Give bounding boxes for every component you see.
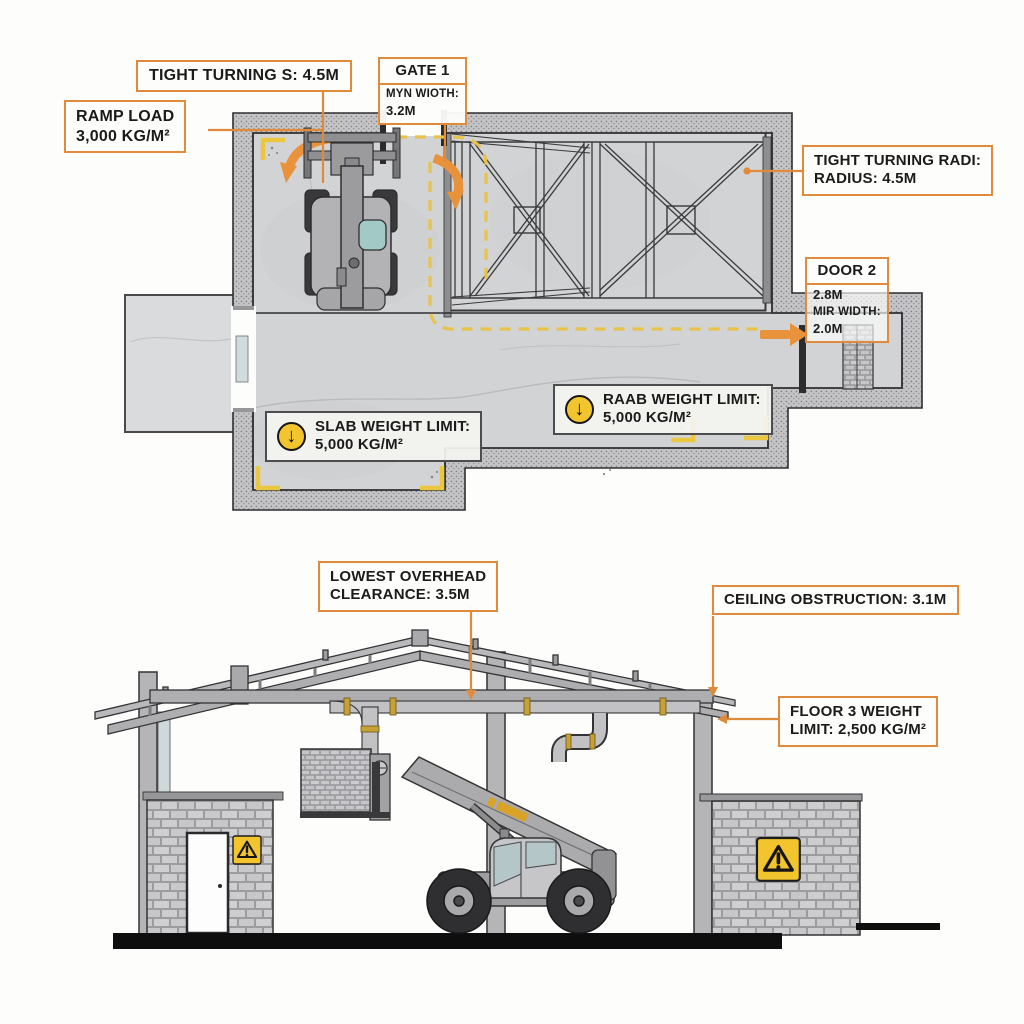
slab-limit-line1: SLAB WEIGHT LIMIT: — [315, 418, 471, 435]
overhead-line1: LOWEST OVERHEAD — [330, 568, 487, 585]
door2-height: 2.8M — [813, 287, 843, 303]
telehandler-plan — [303, 127, 401, 311]
floor3-line2: LIMIT: 2,500 KG/M² — [790, 721, 927, 739]
door2-min-width-label: MIR WIDTH: — [813, 306, 881, 319]
plan-ramp-annex — [124, 294, 238, 433]
ground — [113, 923, 940, 949]
ramp-limit-text: RAAB WEIGHT LIMIT: 5,000 KG/M² — [603, 391, 761, 428]
warning-sign-right-icon — [755, 836, 802, 883]
personnel-door — [185, 831, 230, 935]
travel-path — [320, 135, 762, 331]
label-overhead-clearance: LOWEST OVERHEAD CLEARANCE: 3.5M — [318, 561, 499, 612]
left-wall — [146, 799, 274, 936]
door2-post — [799, 325, 806, 393]
boom-decal — [486, 796, 529, 823]
pipe-flanges — [343, 697, 667, 750]
turning-radius-line1: TIGHT TURNING RADI: — [814, 152, 982, 169]
weight-limit-icon: ↓ — [565, 394, 594, 424]
label-floor3-limit: FLOOR 3 WEIGHT LIMIT: 2,500 KG/M² — [778, 696, 939, 747]
gate1-title: GATE 1 — [380, 59, 465, 86]
ceiling-obstruction-text: CEILING OBSTRUCTION: 3.1M — [724, 591, 947, 608]
label-tight-turning: TIGHT TURNING S: 4.5M — [136, 60, 352, 92]
ramp-limit-line2: 5,000 KG/M² — [603, 409, 692, 427]
label-slab-limit: ↓ SLAB WEIGHT LIMIT: 5,000 KG/M² — [265, 411, 483, 462]
gate1-min-width-value: 3.2M — [386, 103, 416, 119]
wheels — [426, 868, 612, 934]
label-ramp-load: RAMP LOAD 3,000 KG/M² — [64, 100, 187, 154]
cab-side-window — [525, 841, 557, 869]
plan-walls — [231, 110, 923, 511]
weight-limit-icon: ↓ — [277, 421, 306, 451]
turn-arrowhead-right — [447, 190, 464, 210]
label-turning-radius: TIGHT TURNING RADI: RADIUS: 4.5M — [802, 145, 994, 196]
label-ramp-limit: ↓ RAAB WEIGHT LIMIT: 5,000 KG/M² — [553, 384, 773, 435]
elevation-leaders — [466, 606, 778, 724]
door2-title: DOOR 2 — [807, 259, 887, 286]
ramp-limit-line1: RAAB WEIGHT LIMIT: — [603, 391, 761, 408]
overhead-line2: CLEARANCE: 3.5M — [330, 586, 470, 604]
label-door2: DOOR 2 2.8M MIR WIDTH: 2.0M — [805, 257, 889, 344]
roof-structure — [94, 629, 736, 735]
gate1-min-width-label: MYN WIOTH: — [386, 88, 459, 101]
turn-arrowhead-left — [280, 162, 297, 183]
turning-radius-line2: RADIUS: 4.5M — [814, 170, 917, 188]
warning-sign-left-icon — [231, 834, 263, 866]
plan-steel-truss — [443, 123, 772, 318]
ramp-load-line2: 3,000 KG/M² — [76, 127, 170, 145]
ramp-annex-opening — [231, 306, 256, 412]
slab-limit-text: SLAB WEIGHT LIMIT: 5,000 KG/M² — [315, 418, 470, 455]
door2-exit-arrow — [760, 323, 808, 346]
beacon — [499, 828, 510, 839]
elevation-view — [94, 606, 940, 949]
telehandler-elevation — [300, 748, 618, 934]
slab-limit-line2: 5,000 KG/M² — [315, 436, 404, 454]
label-ceiling-obstruction: CEILING OBSTRUCTION: 3.1M — [712, 585, 959, 616]
label-gate1: GATE 1 MYN WIOTH: 3.2M — [378, 57, 467, 126]
floor3-line1: FLOOR 3 WEIGHT — [790, 703, 922, 720]
door-handle — [218, 884, 222, 888]
block-pallet — [300, 748, 372, 813]
door2-min-width-value: 2.0M — [813, 321, 843, 337]
ramp-load-line1: RAMP LOAD — [76, 108, 175, 125]
label-tight-turning-text: TIGHT TURNING S: 4.5M — [149, 67, 339, 84]
right-wall — [699, 793, 863, 936]
left-bay-window — [142, 711, 284, 801]
fork-carriage — [300, 753, 391, 821]
